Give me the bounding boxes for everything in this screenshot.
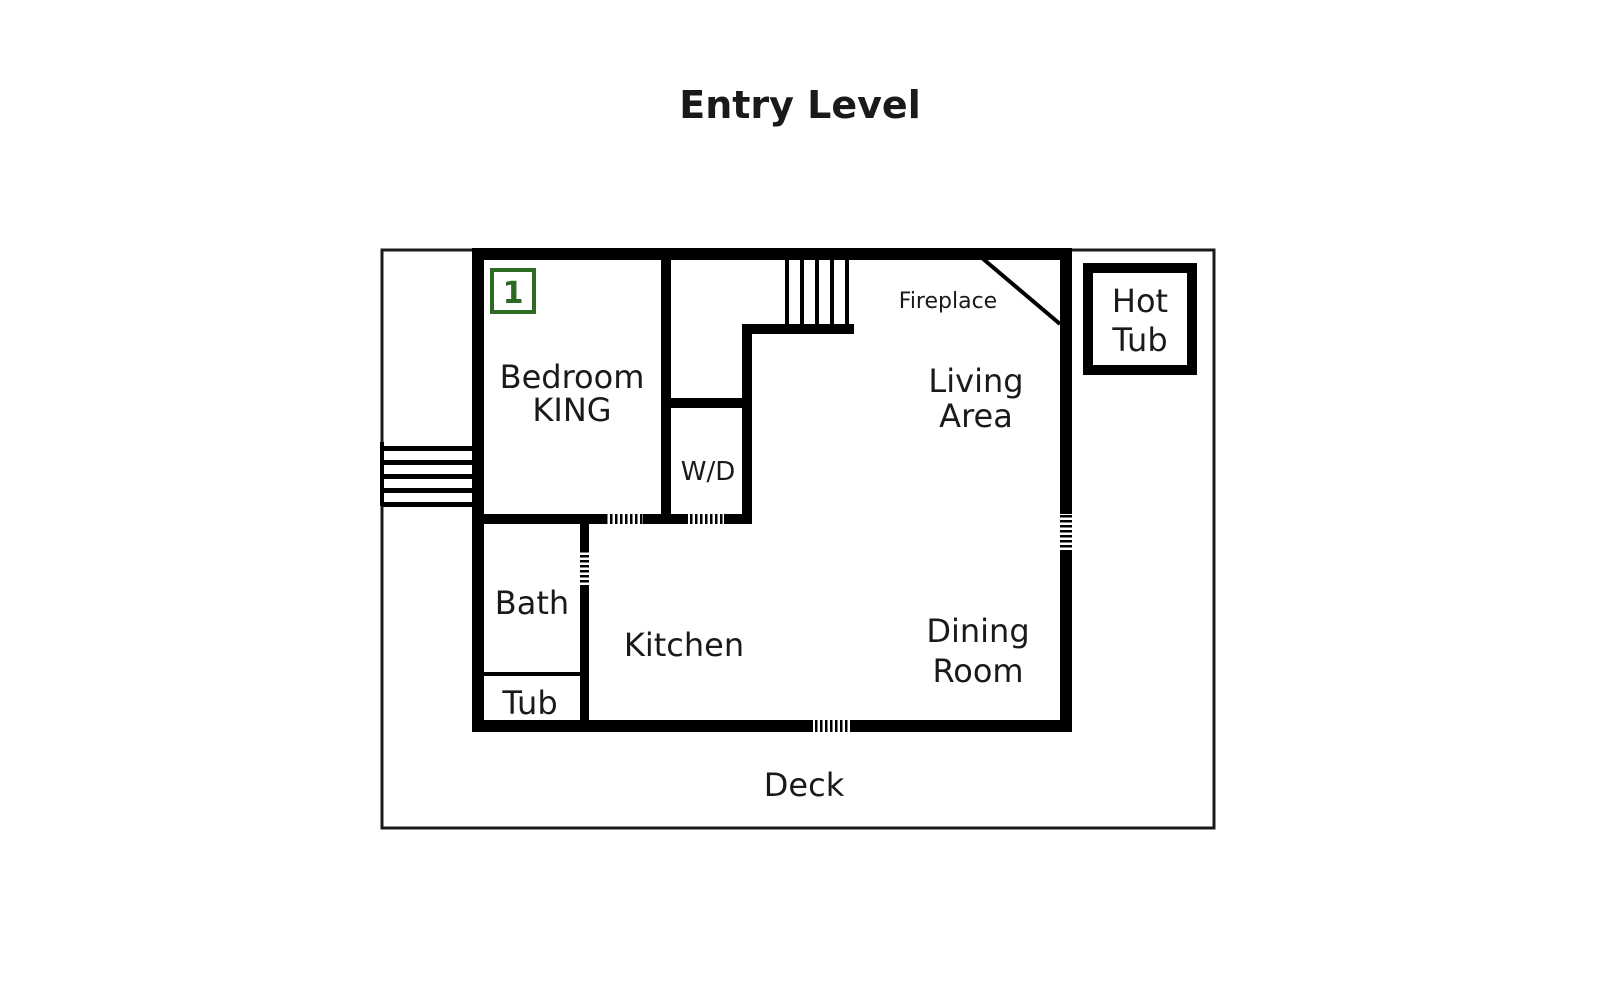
door-bath <box>580 550 589 586</box>
tub-label: Tub <box>501 684 557 722</box>
fireplace-label: Fireplace <box>899 289 997 314</box>
bedroom-label: Bedroom <box>500 358 645 396</box>
exterior-stairs <box>380 442 474 507</box>
dining-label: Dining <box>926 612 1029 650</box>
page-title: Entry Level <box>679 83 920 127</box>
bedroom-number-badge: 1 <box>490 268 536 314</box>
door-deck-bottom <box>813 720 851 732</box>
bedroom-type-label: KING <box>532 391 611 429</box>
hot-tub-label: Hot <box>1112 282 1168 320</box>
doors <box>580 514 1072 732</box>
fireplace-corner <box>980 256 1062 326</box>
deck-label: Deck <box>764 766 845 804</box>
dining-label-line2: Room <box>932 652 1023 690</box>
badge-number: 1 <box>503 276 524 311</box>
interior-stairs <box>785 260 849 326</box>
bath-label: Bath <box>495 584 569 622</box>
door-deck-right <box>1060 514 1072 550</box>
living-label: Living <box>928 362 1023 400</box>
door-wd <box>688 514 724 524</box>
wd-label: W/D <box>681 457 736 487</box>
living-label-line2: Area <box>939 397 1013 435</box>
hot-tub <box>1083 263 1197 375</box>
door-bedroom <box>607 514 643 524</box>
kitchen-label: Kitchen <box>624 626 744 664</box>
hot-tub-label-line2: Tub <box>1111 321 1167 359</box>
